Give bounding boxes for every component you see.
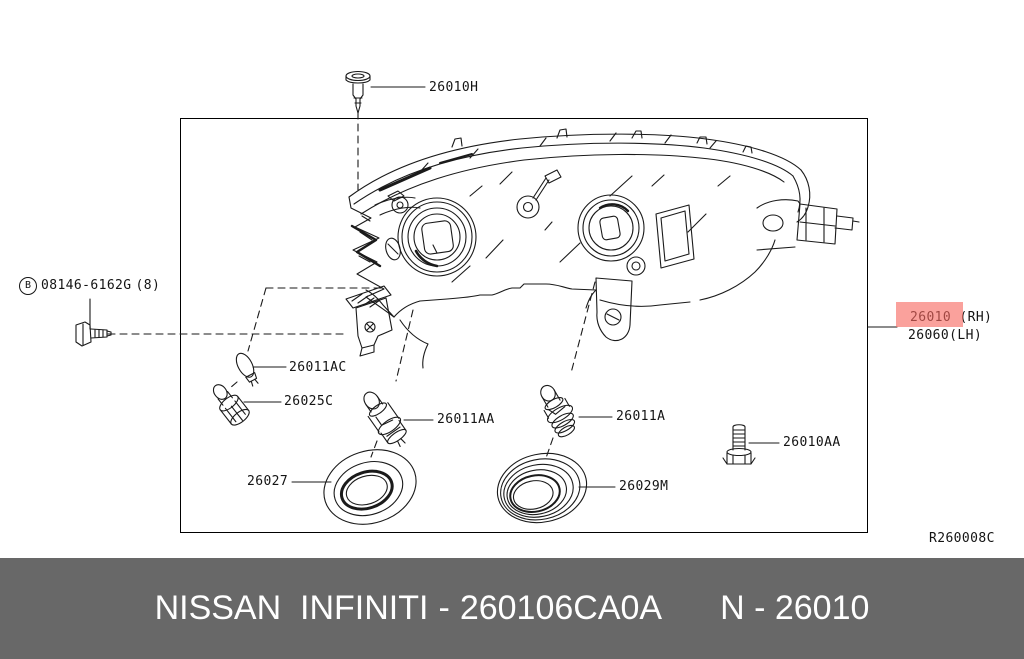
callout-26010aa: 26010AA <box>783 435 841 450</box>
bolt-08146-icon <box>75 321 112 347</box>
diagram-frame <box>180 118 868 533</box>
circled-b-badge: B <box>19 277 37 295</box>
housing-bottom-edge <box>365 283 691 369</box>
clip-26010h-icon <box>345 70 371 114</box>
housing-right-bracket <box>699 169 860 301</box>
callout-26027: 26027 <box>247 474 289 489</box>
brand-text: NISSAN INFINITI <box>154 589 429 627</box>
housing-left-edge <box>348 190 421 318</box>
housing-top-rim <box>348 128 802 215</box>
callout-26029m: 26029M <box>619 479 669 494</box>
socket-high-beam <box>577 194 646 276</box>
bolt-26010aa-icon <box>722 424 756 465</box>
seal-26027-icon <box>323 449 417 525</box>
socket-26011aa-icon <box>363 391 407 448</box>
bolt-part-number: 08146-6162G <box>41 278 132 293</box>
seal-26029m-icon <box>496 452 588 524</box>
callout-26011aa: 26011AA <box>437 412 495 427</box>
socket-26025c-icon <box>212 384 250 426</box>
drawing-ref-code: R260008C <box>929 531 995 546</box>
callout-26010h: 26010H <box>429 80 479 95</box>
callout-assembly-lh: 26060(LH) <box>908 328 983 343</box>
lower-left-bracket <box>345 285 393 357</box>
surface-hatch-lines <box>451 171 731 283</box>
callout-26011a: 26011A <box>616 409 666 424</box>
vent-cover <box>655 204 695 269</box>
projector-low-beam <box>385 196 477 277</box>
socket-26011a-icon <box>540 384 576 438</box>
callout-26011ac: 26011AC <box>289 360 347 375</box>
part-code: 260106CA0A <box>459 589 663 627</box>
footer-banner: NISSAN INFINITI - 260106CA0A N - 26010 <box>0 558 1024 659</box>
label-leaders <box>89 86 898 488</box>
catalog-ref: N - 26010 <box>720 589 870 627</box>
aim-adjuster <box>516 169 562 219</box>
callout-bolt-left: B 08146-6162G (8) <box>19 277 160 295</box>
bulb-26011ac-icon <box>235 352 259 387</box>
callout-assembly-rh: 26010 (RH) <box>910 310 993 325</box>
dashed-leaders <box>107 111 596 459</box>
callout-26025c: 26025C <box>284 394 334 409</box>
lower-mount-tab <box>595 277 633 342</box>
separator-dash: - <box>438 589 450 627</box>
bolt-quantity: (8) <box>135 278 161 293</box>
